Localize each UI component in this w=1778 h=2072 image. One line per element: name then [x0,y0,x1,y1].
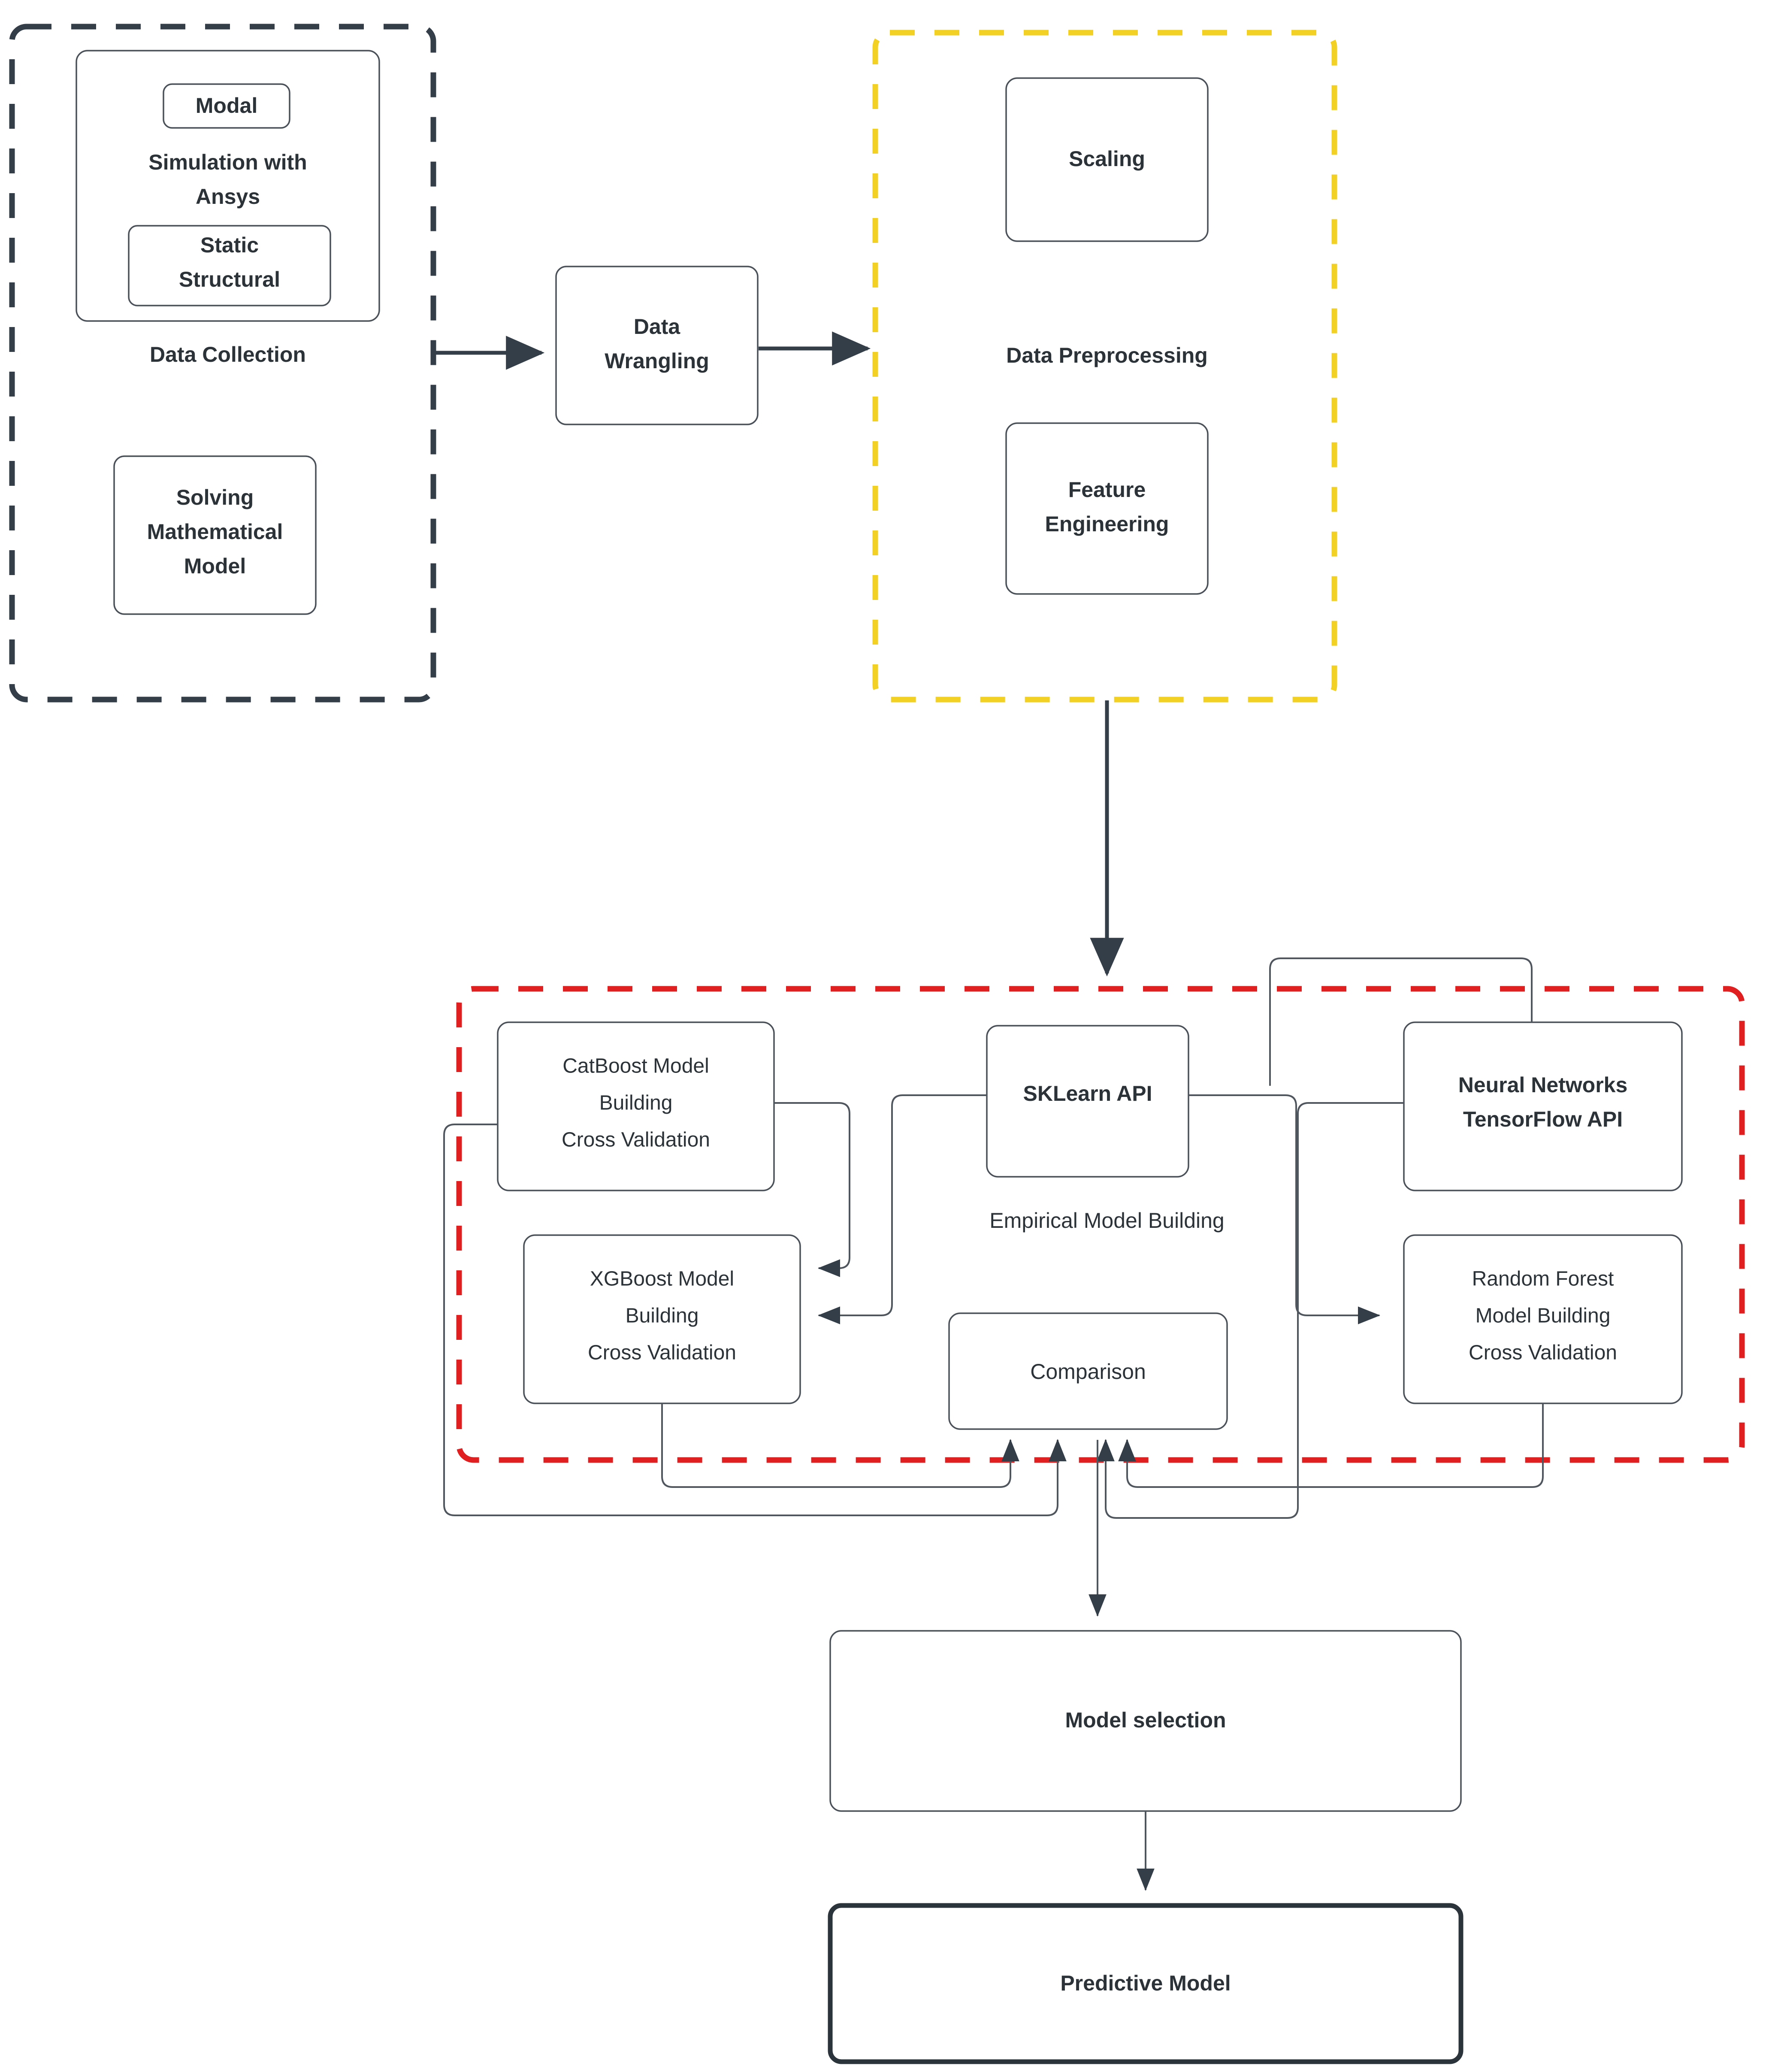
node-predictive-model[interactable] [828,1903,1464,2064]
node-sklearn-api-label: SKLearn API [1023,1081,1152,1106]
node-solving-math-line3: Model [184,554,246,578]
node-catboost-line3: Cross Validation [562,1129,710,1151]
edge-sklearn-to-random-forest [1188,1094,1380,1324]
node-catboost[interactable] [497,1021,775,1191]
node-neural-networks-line2: TensorFlow API [1463,1107,1623,1131]
node-comparison[interactable] [948,1312,1228,1430]
edge-catboost-to-xgboost [774,1102,850,1277]
node-scaling[interactable] [1005,77,1209,242]
edge-neural-networks-to-comparison [1097,1102,1404,1519]
node-neural-networks-line1: Neural Networks [1458,1073,1628,1097]
node-random-forest-line1: Random Forest [1472,1268,1614,1290]
node-scaling-label: Scaling [1069,147,1145,171]
node-feature-engineering-line1: Feature [1068,478,1146,502]
edge-catboost-to-comparison [443,1124,1067,1516]
node-neural-networks[interactable] [1403,1021,1683,1191]
node-xgboost-line1: XGBoost Model [590,1268,734,1290]
node-static-structural[interactable] [128,225,331,306]
node-simulation-ansys-line2: Ansys [196,185,260,209]
group-data-collection-label: Data Collection [150,342,306,367]
group-data-preprocessing-border [872,30,1337,703]
node-catboost-line1: CatBoost Model [562,1055,709,1078]
edge-sklearn-to-neural-networks [1269,957,1533,1086]
group-data-collection-border [9,24,436,703]
edge-sklearn-to-xgboost [818,1094,987,1324]
node-predictive-model-label: Predictive Model [1060,1971,1231,1995]
node-solving-math-line1: Solving [176,485,254,509]
node-catboost-line2: Building [599,1092,673,1115]
group-empirical-label: Empirical Model Building [989,1209,1224,1233]
edge-random-forest-to-comparison [1118,1403,1544,1488]
node-data-wrangling-line1: Data [634,315,681,339]
node-simulation-ansys-line1: Simulation with [148,150,307,174]
node-model-selection-label: Model selection [1065,1708,1226,1732]
node-data-wrangling-line2: Wrangling [605,349,709,373]
node-feature-engineering[interactable] [1005,422,1209,595]
node-random-forest-line3: Cross Validation [1469,1342,1617,1364]
node-random-forest-line2: Model Building [1476,1305,1611,1327]
node-comparison-label: Comparison [1030,1360,1146,1384]
node-sklearn-api[interactable] [986,1025,1189,1178]
node-xgboost-line3: Cross Validation [588,1342,736,1364]
node-solving-mathematical-model[interactable] [113,455,317,615]
group-data-preprocessing-label: Data Preprocessing [1006,343,1208,367]
edge-xgboost-to-comparison [661,1403,1019,1488]
node-feature-engineering-line2: Engineering [1045,512,1169,536]
node-static-structural-line1: Static [200,233,259,257]
node-modal[interactable] [163,83,290,129]
node-static-structural-line2: Structural [179,267,280,291]
node-modal-label: Modal [196,94,257,118]
node-xgboost-line2: Building [626,1305,699,1327]
node-data-wrangling[interactable] [555,266,759,425]
node-solving-math-line2: Mathematical [147,520,283,544]
